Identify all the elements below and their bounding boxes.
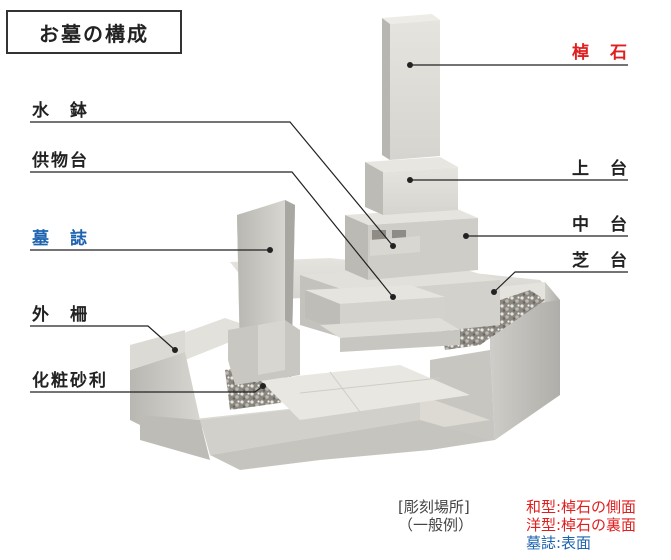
- note-boshi-face: 墓誌:表面: [526, 534, 592, 552]
- label-nakadai: 中 台: [572, 215, 629, 235]
- boshi-stone: [228, 200, 300, 385]
- label-shibadai: 芝 台: [572, 251, 629, 271]
- label-joudai: 上 台: [572, 159, 629, 179]
- engraving-note-list: 和型:棹石の側面 洋型:棹石の裏面 墓誌:表面: [526, 498, 636, 552]
- leader-lines: [30, 64, 628, 393]
- label-boshi: 墓 誌: [32, 229, 89, 249]
- label-kumotsudai: 供物台: [32, 151, 89, 171]
- label-mizubachi: 水 鉢: [32, 101, 89, 121]
- note-general-example: （一般例）: [398, 516, 474, 534]
- paving: [260, 365, 470, 420]
- leader-dots: [172, 62, 497, 389]
- note-yougata: 洋型:棹石の裏面: [526, 516, 637, 534]
- nakadai: [345, 208, 478, 280]
- label-sotosaku: 外 柵: [32, 305, 89, 325]
- diagram-title: お墓の構成: [6, 10, 182, 54]
- engraving-note-heading: [彫刻場所] （一般例）: [398, 498, 473, 534]
- saoishi: [382, 14, 440, 160]
- joudai: [365, 157, 458, 215]
- label-keshou-jari: 化粧砂利: [32, 371, 108, 391]
- note-wagata: 和型:棹石の側面: [526, 498, 637, 516]
- kumotsudai: [305, 285, 460, 352]
- label-saoishi: 棹 石: [572, 43, 629, 63]
- note-engrave-place: [彫刻場所]: [398, 498, 470, 516]
